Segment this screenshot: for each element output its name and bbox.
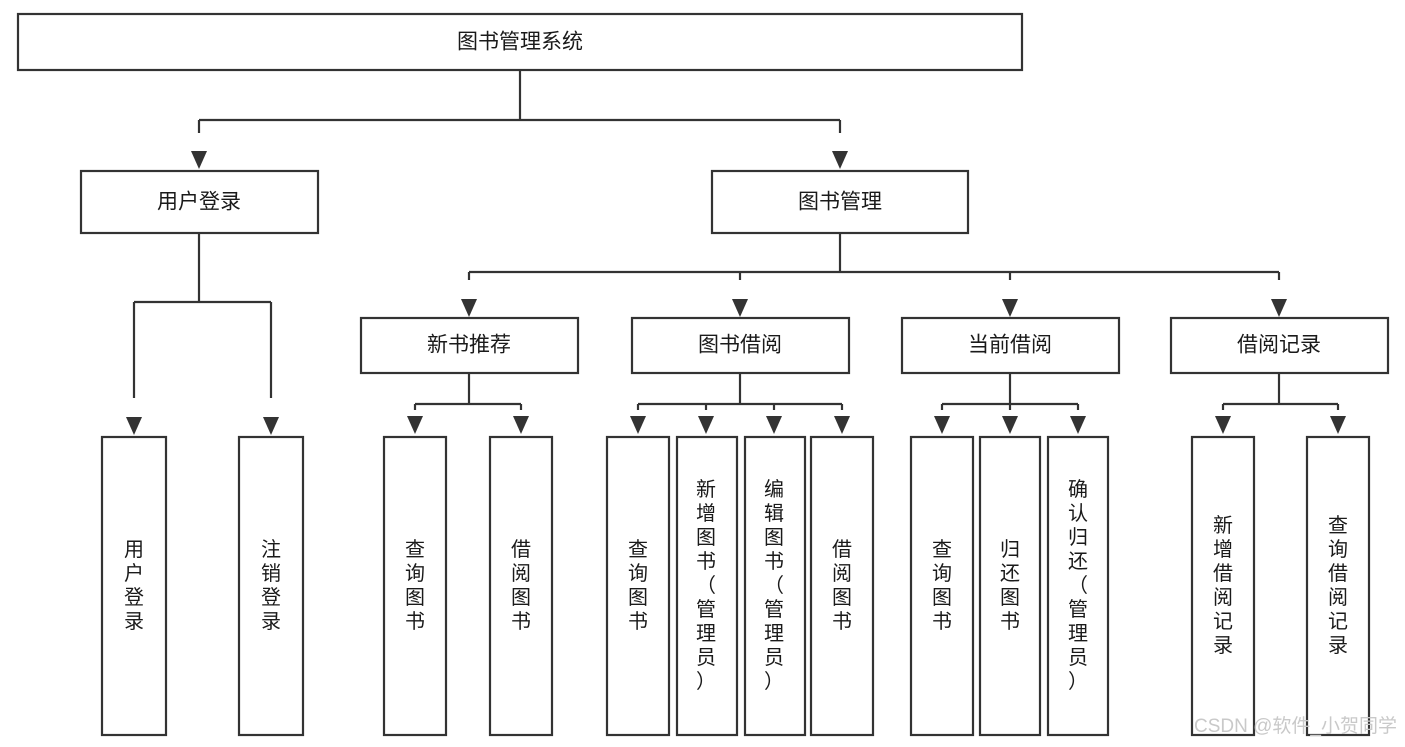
node-leaf-return-book-label: 归还图书	[1000, 538, 1020, 633]
node-root-label: 图书管理系统	[457, 31, 583, 54]
node-leaf-query-book-1[interactable]: 查询图书	[382, 435, 448, 737]
node-borrow-record-label: 借阅记录	[1237, 334, 1321, 357]
node-current-borrow-label: 当前借阅	[968, 334, 1052, 357]
arrow-to-new-book-recommend	[461, 299, 477, 317]
node-leaf-query-record[interactable]: 查询借阅记录	[1305, 435, 1371, 737]
node-leaf-borrow-book-2-box[interactable]	[809, 435, 875, 737]
arrow-root-to-user-login	[191, 151, 207, 169]
node-leaf-confirm-return-label: 确认归还（管理员）	[1068, 478, 1088, 693]
node-leaf-query-book-1-label: 查询图书	[405, 538, 425, 633]
node-leaf-confirm-return[interactable]: 确认归还（管理员）	[1046, 435, 1110, 737]
node-book-borrow-label: 图书借阅	[698, 334, 782, 357]
arrow-to-leaf-query-record	[1330, 416, 1346, 434]
node-leaf-borrow-book-1-label: 借阅图书	[511, 538, 531, 633]
node-leaf-return-book[interactable]: 归还图书	[978, 435, 1042, 737]
node-leaf-add-book-box[interactable]	[675, 435, 739, 737]
arrow-to-book-borrow	[732, 299, 748, 317]
node-new-book-recommend[interactable]: 新书推荐	[359, 316, 580, 375]
node-leaf-borrow-book-1-box[interactable]	[488, 435, 554, 737]
watermark-label: CSDN @软件_小贺同学	[1194, 715, 1397, 737]
arrow-to-borrow-record	[1271, 299, 1287, 317]
arrow-to-leaf-confirm-return	[1070, 416, 1086, 434]
connector-layer	[126, 70, 1346, 435]
arrow-to-leaf-query-book-3	[934, 416, 950, 434]
node-leaf-query-book-3-box[interactable]	[909, 435, 975, 737]
node-borrow-record-box[interactable]	[1169, 316, 1390, 375]
arrow-to-leaf-query-book-2	[630, 416, 646, 434]
node-current-borrow-box[interactable]	[900, 316, 1121, 375]
node-leaf-add-book-label: 新增图书（管理员）	[696, 478, 716, 693]
node-user-login-label: 用户登录	[157, 191, 241, 214]
node-leaf-borrow-book-1[interactable]: 借阅图书	[488, 435, 554, 737]
node-leaf-user-login-box[interactable]	[100, 435, 168, 737]
node-leaf-return-book-box[interactable]	[978, 435, 1042, 737]
node-leaf-edit-book[interactable]: 编辑图书（管理员）	[743, 435, 807, 737]
arrow-to-leaf-user-login	[126, 417, 142, 435]
arrow-to-leaf-borrow-book-1	[513, 416, 529, 434]
node-leaf-edit-book-label: 编辑图书（管理员）	[764, 478, 784, 693]
arrow-to-leaf-add-book	[698, 416, 714, 434]
arrow-to-leaf-user-logout	[263, 417, 279, 435]
arrow-to-leaf-edit-book	[766, 416, 782, 434]
node-leaf-edit-book-box[interactable]	[743, 435, 807, 737]
node-leaf-user-logout[interactable]: 注销登录	[237, 435, 305, 737]
node-leaf-query-book-3[interactable]: 查询图书	[909, 435, 975, 737]
node-leaf-add-record[interactable]: 新增借阅记录	[1190, 435, 1256, 737]
node-user-login-box[interactable]	[79, 169, 320, 235]
node-leaf-user-login[interactable]: 用户登录	[100, 435, 168, 737]
arrow-to-leaf-borrow-book-2	[834, 416, 850, 434]
node-leaf-add-book[interactable]: 新增图书（管理员）	[675, 435, 739, 737]
arrow-to-leaf-query-book-1	[407, 416, 423, 434]
node-book-borrow-box[interactable]	[630, 316, 851, 375]
node-new-book-recommend-box[interactable]	[359, 316, 580, 375]
node-leaf-borrow-book-2[interactable]: 借阅图书	[809, 435, 875, 737]
node-leaf-borrow-book-2-label: 借阅图书	[832, 538, 852, 633]
node-leaf-add-record-label: 新增借阅记录	[1213, 514, 1233, 657]
node-leaf-query-record-label: 查询借阅记录	[1328, 514, 1348, 657]
node-leaf-confirm-return-box[interactable]	[1046, 435, 1110, 737]
arrow-to-leaf-add-record	[1215, 416, 1231, 434]
node-leaf-query-record-box[interactable]	[1305, 435, 1371, 737]
node-leaf-query-book-3-label: 查询图书	[932, 538, 952, 633]
node-book-borrow[interactable]: 图书借阅	[630, 316, 851, 375]
arrow-root-to-book-manage	[832, 151, 848, 169]
arrow-to-current-borrow	[1002, 299, 1018, 317]
node-book-manage[interactable]: 图书管理	[710, 169, 970, 235]
node-leaf-add-record-box[interactable]	[1190, 435, 1256, 737]
node-leaf-query-book-2-label: 查询图书	[628, 538, 648, 633]
node-leaf-user-logout-label: 注销登录	[261, 538, 281, 633]
arrow-to-leaf-return-book	[1002, 416, 1018, 434]
node-current-borrow[interactable]: 当前借阅	[900, 316, 1121, 375]
node-new-book-recommend-label: 新书推荐	[427, 334, 511, 357]
node-leaf-query-book-2[interactable]: 查询图书	[605, 435, 671, 737]
node-user-login[interactable]: 用户登录	[79, 169, 320, 235]
node-borrow-record[interactable]: 借阅记录	[1169, 316, 1390, 375]
node-root-box[interactable]	[16, 12, 1024, 72]
node-book-manage-box[interactable]	[710, 169, 970, 235]
node-leaf-query-book-1-box[interactable]	[382, 435, 448, 737]
node-leaf-user-login-label: 用户登录	[124, 539, 144, 633]
node-leaf-user-logout-box[interactable]	[237, 435, 305, 737]
node-book-manage-label: 图书管理	[798, 191, 882, 214]
node-root[interactable]: 图书管理系统	[16, 12, 1024, 72]
node-leaf-query-book-2-box[interactable]	[605, 435, 671, 737]
